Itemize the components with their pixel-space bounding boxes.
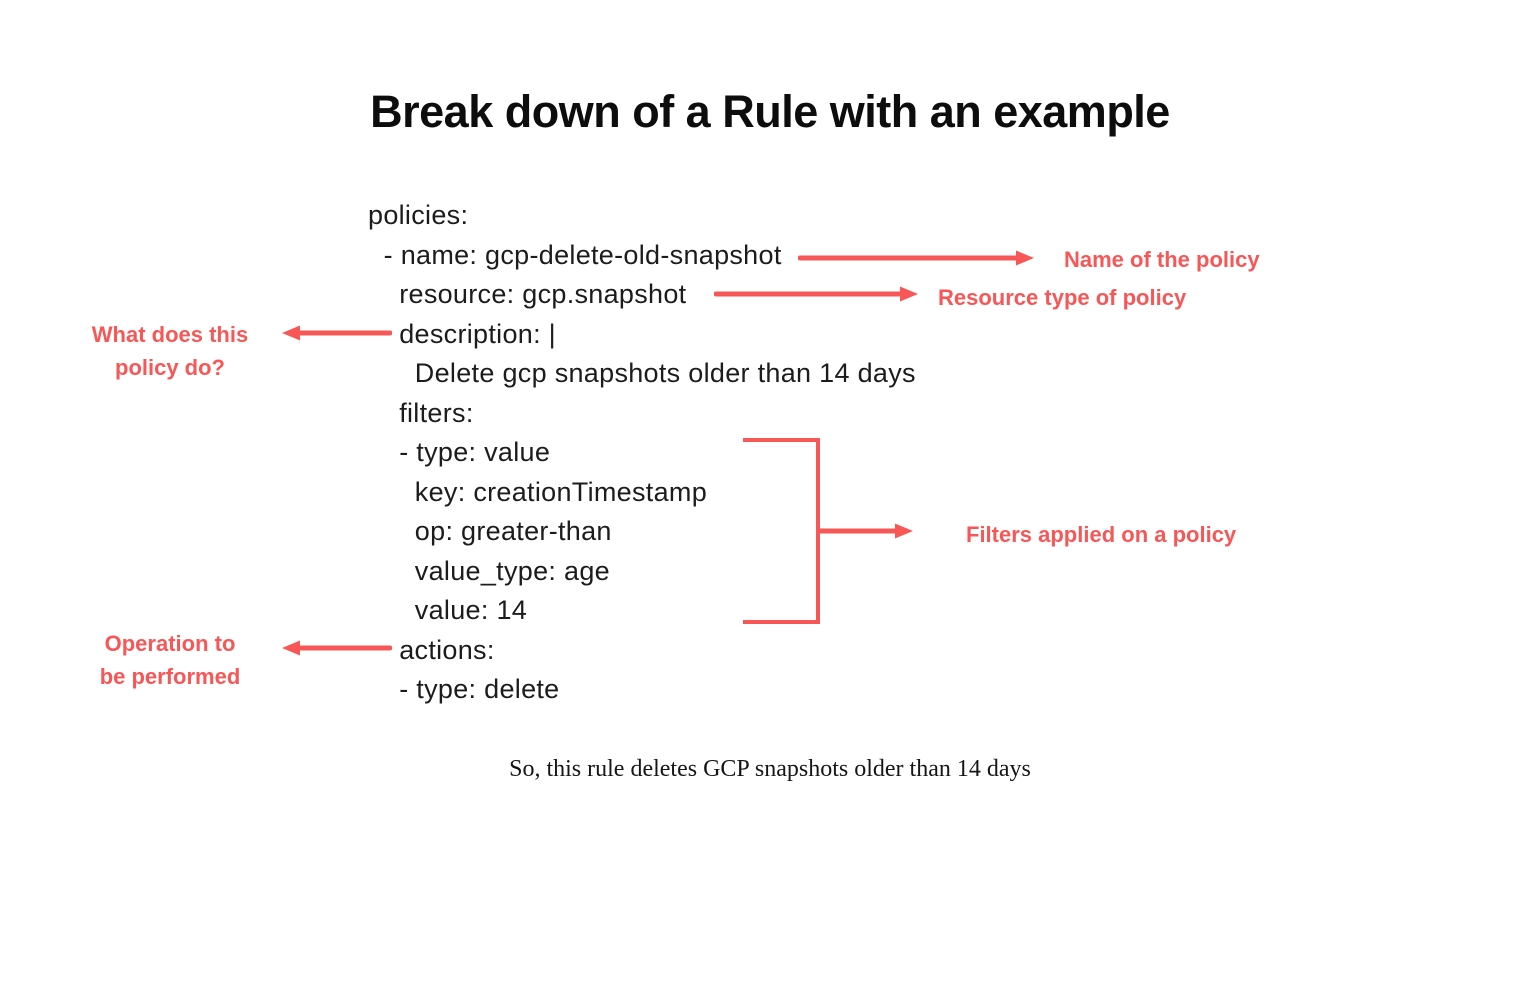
code-line: - type: delete (368, 674, 560, 704)
resource-right-arrow-icon (714, 286, 918, 302)
operation-label: Operation to be performed (64, 627, 276, 693)
code-line: op: greater-than (368, 516, 612, 546)
name-policy-label: Name of the policy (1064, 247, 1260, 272)
code-line: Delete gcp snapshots older than 14 days (368, 358, 916, 388)
code-line: description: | (368, 318, 556, 349)
code-line: value_type: age (368, 555, 610, 586)
code-line: policies: (368, 200, 469, 230)
description-left-arrow-icon (282, 325, 392, 341)
actions-left-arrow-icon (282, 640, 392, 656)
description-question-line: What does this (91, 322, 249, 347)
code-line: resource: gcp.snapshot (368, 279, 687, 309)
yaml-code-block: policies: - name: gcp-delete-old-snapsho… (368, 196, 916, 710)
code-line: - type: value (368, 437, 551, 467)
name-right-arrow-icon (798, 250, 1034, 266)
summary-caption: So, this rule deletes GCP snapshots olde… (509, 756, 1031, 782)
code-line: - name: gcp-delete-old-snapshot (368, 239, 782, 270)
resource-type-label: Resource type of policy (938, 285, 1187, 310)
code-line: key: creationTimestamp (368, 476, 708, 507)
filters-label: Filters applied on a policy (966, 522, 1237, 547)
operation-line: be performed (99, 664, 241, 689)
filters-bracket-arrow-icon (743, 438, 913, 624)
code-line: value: 14 (368, 595, 528, 625)
page-title: Break down of a Rule with an example (370, 86, 1170, 137)
operation-line: Operation to (104, 631, 236, 656)
code-line: filters: (368, 397, 474, 428)
description-question-line: policy do? (115, 355, 225, 380)
description-question-label: What does this policy do? (64, 318, 276, 384)
code-line: actions: (368, 634, 495, 665)
